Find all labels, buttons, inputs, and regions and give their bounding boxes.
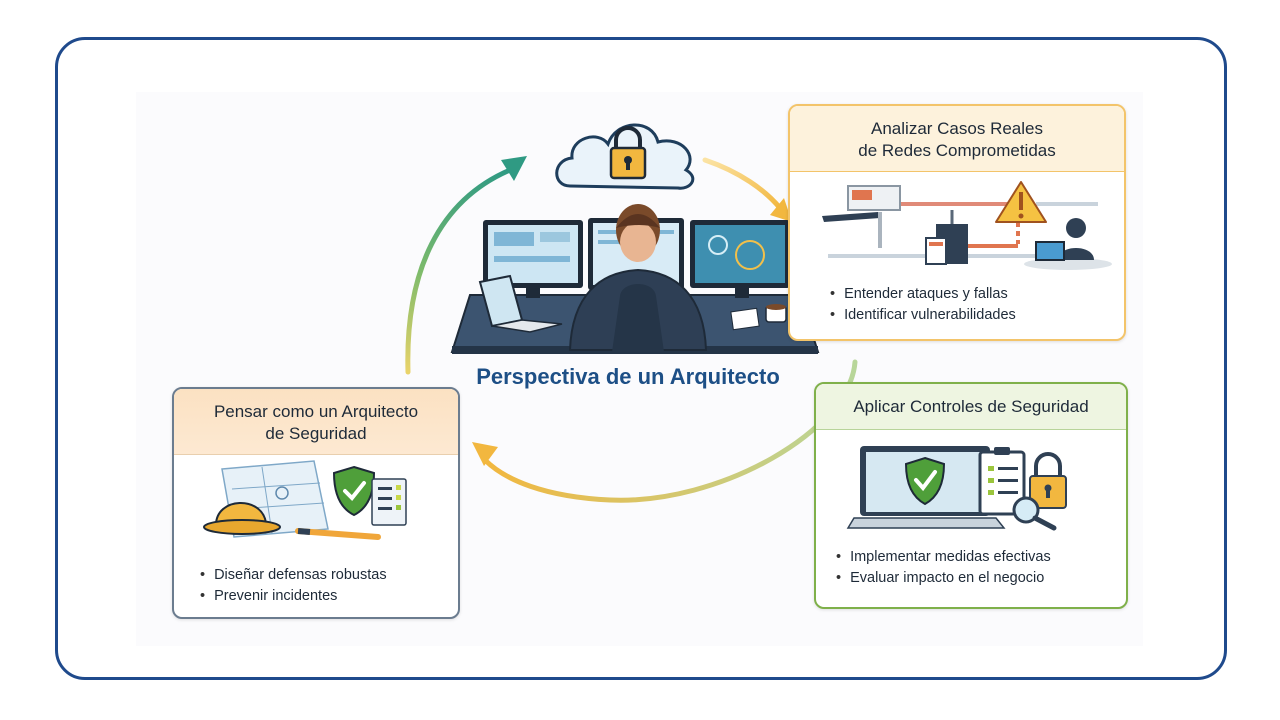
card-apply-header: Aplicar Controles de Seguridad [816, 384, 1126, 430]
monitor-left [483, 220, 583, 298]
bullet-item: Evaluar impacto en el negocio [836, 568, 1051, 589]
card-think-header: Pensar como un Arquitecto de Seguridad [174, 389, 458, 455]
hard-hat-icon [203, 502, 281, 535]
bullet-item: Prevenir incidentes [200, 586, 387, 607]
magnifier-icon [1012, 496, 1057, 531]
pencil-icon [295, 528, 381, 540]
card-apply-title: Aplicar Controles de Seguridad [853, 397, 1089, 416]
warning-icon [995, 181, 1047, 223]
card-think-title-line1: Pensar como un Arquitecto [213, 402, 419, 421]
card-analyze-bullets: Entender ataques y fallas Identificar vu… [830, 284, 1016, 326]
monitor-right [690, 220, 790, 298]
server-icon [822, 185, 901, 248]
coffee-cup [765, 304, 787, 323]
arrowhead-bottom-left [472, 442, 498, 466]
security-controls-illustration [846, 446, 1067, 531]
diagram-title: Perspectiva de un Arquitecto [476, 364, 780, 389]
laptop-shield-icon [846, 446, 1006, 529]
laptop [478, 274, 563, 333]
card-analyze-title-line1: Analizar Casos Reales [871, 119, 1043, 138]
card-apply-bullets: Implementar medidas efectivas Evaluar im… [836, 547, 1051, 589]
card-analyze-title-line2: de Redes Comprometidas [858, 141, 1056, 160]
padlock-icon [1029, 452, 1067, 509]
bullet-item: Diseñar defensas robustas [200, 565, 387, 586]
arrowhead-top-right [770, 198, 792, 222]
network-device-icon [925, 210, 968, 265]
checklist-clipboard-icon [978, 447, 1026, 516]
card-think-title-line2: de Seguridad [265, 424, 367, 443]
arrow-top-right [702, 157, 783, 211]
shield-check-icon [332, 465, 376, 517]
card-think-architect: Pensar como un Arquitecto de Seguridad [172, 387, 460, 619]
architect-person [568, 204, 708, 352]
user-laptop-icon [1024, 218, 1112, 270]
cloud-lock-icon [555, 123, 695, 190]
bullet-item: Identificar vulnerabilidades [830, 305, 1016, 326]
architect-desk-illustration [450, 204, 820, 354]
architect-design-illustration [203, 460, 407, 540]
notepad [730, 307, 760, 331]
card-analyze-header: Analizar Casos Reales de Redes Compromet… [790, 106, 1124, 172]
bullet-item: Implementar medidas efectivas [836, 547, 1051, 568]
checklist-icon [371, 478, 407, 526]
card-analyze-cases: Analizar Casos Reales de Redes Compromet… [788, 104, 1126, 341]
arrowhead-left-up [501, 156, 527, 181]
bullet-item: Entender ataques y fallas [830, 284, 1016, 305]
card-apply-controls: Aplicar Controles de Seguridad Implemen [814, 382, 1128, 609]
network-incident-illustration [822, 181, 1112, 270]
arrow-left-up [405, 167, 513, 375]
card-think-bullets: Diseñar defensas robustas Prevenir incid… [200, 565, 387, 607]
